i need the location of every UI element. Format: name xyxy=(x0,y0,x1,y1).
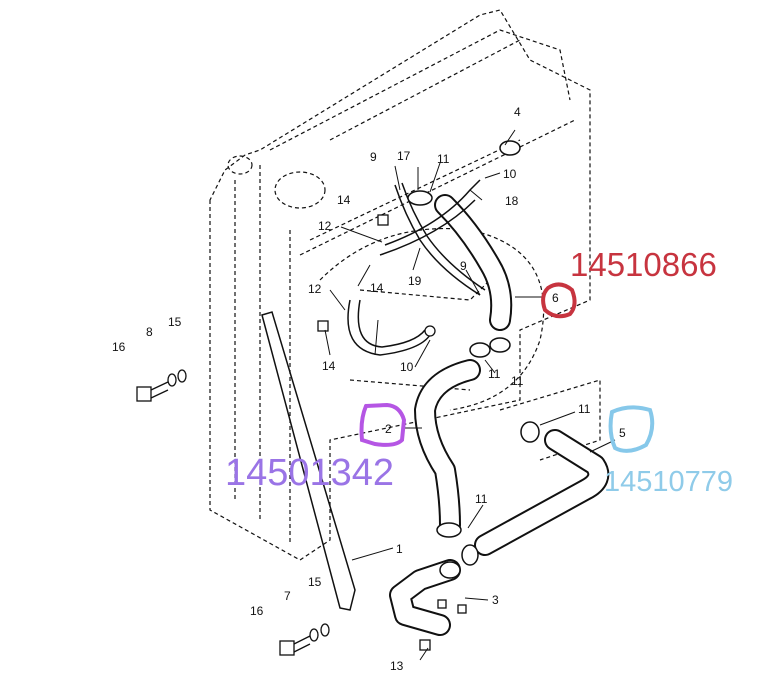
callout-14c: 14 xyxy=(322,359,336,373)
callout-13: 13 xyxy=(390,659,404,673)
callout-12b: 12 xyxy=(308,282,322,296)
callout-5: 5 xyxy=(619,426,626,440)
callout-11d: 11 xyxy=(475,492,488,506)
callout-16b: 16 xyxy=(250,604,264,618)
leader-lines xyxy=(324,129,616,661)
radiator-outline xyxy=(209,9,601,561)
callout-14b: 14 xyxy=(370,281,384,295)
callout-14a: 14 xyxy=(337,193,351,207)
callout-6: 6 xyxy=(552,291,559,305)
callout-11c: 11 xyxy=(578,402,591,416)
callout-8: 8 xyxy=(146,325,153,339)
callout-3: 3 xyxy=(492,593,499,607)
part-number-14510779: 14510779 xyxy=(604,466,734,498)
callout-16a: 16 xyxy=(112,340,126,354)
part-number-14510866: 14510866 xyxy=(570,246,717,283)
bypass-tube xyxy=(347,299,431,356)
callout-4: 4 xyxy=(514,105,521,119)
hose-clamps xyxy=(407,140,540,579)
callout-1: 1 xyxy=(396,542,403,556)
callout-17: 17 xyxy=(397,149,411,163)
callout-9b: 9 xyxy=(460,259,467,273)
callout-12a: 12 xyxy=(318,219,332,233)
callout-18: 18 xyxy=(505,194,519,208)
marker-part-2 xyxy=(359,402,407,447)
callout-19: 19 xyxy=(408,274,422,288)
marker-part-6 xyxy=(541,282,577,319)
bolts xyxy=(136,214,467,656)
part-number-14501342: 14501342 xyxy=(225,452,395,494)
callout-7: 7 xyxy=(284,589,291,603)
callout-11b: 11 xyxy=(511,374,524,388)
callout-labels: 1 2 3 4 5 6 7 8 9 9 10 10 11 11 11 11 11… xyxy=(112,105,626,673)
callout-15b: 15 xyxy=(308,575,322,589)
support-bracket xyxy=(261,311,356,611)
callout-11a: 11 xyxy=(437,152,450,166)
marker-part-5 xyxy=(608,405,655,453)
callout-10b: 10 xyxy=(400,360,414,374)
callout-15a: 15 xyxy=(168,315,182,329)
callout-2: 2 xyxy=(385,422,392,436)
callout-10a: 10 xyxy=(503,167,517,181)
callout-11e: 11 xyxy=(488,367,501,381)
callout-9a: 9 xyxy=(370,150,377,164)
